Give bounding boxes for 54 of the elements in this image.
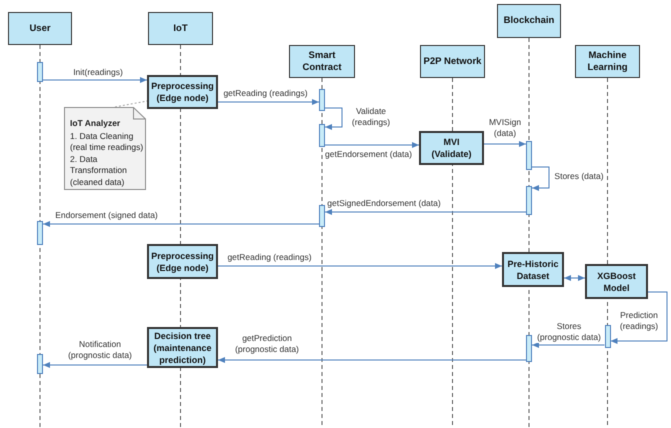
message-arrow (324, 142, 420, 148)
activation-bar (37, 221, 43, 245)
message-arrow (218, 357, 526, 363)
participant-box: P2P Network (420, 45, 485, 78)
activation-bar (526, 141, 532, 170)
double-arrow (564, 275, 586, 281)
process-box: Preprocessing (Edge node) (147, 75, 218, 109)
activation-bar (319, 89, 325, 111)
activation-bar (526, 186, 532, 215)
note-text: 1. Data Cleaning (real time readings) (70, 130, 144, 154)
note-heading: IoT Analyzer (70, 118, 122, 130)
participant-box: Blockchain (497, 4, 561, 38)
message-arrow (218, 99, 320, 105)
message-label: Endorsement (signed data) (54, 210, 159, 221)
activation-bar (604, 325, 610, 348)
note-card (64, 107, 146, 190)
process-box: MVI (Validate) (419, 131, 484, 165)
participant-box: User (8, 12, 72, 45)
message-label: Prediction (readings) (618, 310, 660, 332)
participant-box: Smart Contract (289, 45, 355, 78)
activation-bar (526, 335, 532, 362)
activation-bar (37, 354, 43, 374)
self-message-arrow (610, 292, 668, 344)
message-label: getSignedEndorsement (data) (326, 198, 442, 209)
process-box: XGBoost Model (585, 264, 648, 299)
message-label: getReading (readings) (222, 88, 309, 99)
activation-bar (37, 62, 43, 82)
note-text: 2. Data Transformation (cleaned data) (70, 154, 128, 188)
message-arrow (42, 362, 148, 368)
process-box: Preprocessing (Edge node) (147, 244, 218, 279)
activation-bar (319, 124, 325, 147)
message-label: MVISign (data) (488, 117, 522, 139)
message-label: getPrediction (prognostic data) (234, 333, 300, 355)
message-label: Init(readings) (72, 67, 124, 78)
message-label: Notification (prognostic data) (67, 339, 133, 361)
message-label: Stores (prognostic data) (536, 321, 602, 343)
leader-line (114, 100, 148, 108)
self-message-arrow (532, 166, 550, 191)
message-arrow (218, 263, 502, 269)
message-arrow (532, 342, 605, 348)
message-label: Stores (data) (553, 171, 605, 182)
message-label: getEndorsement (data) (324, 149, 413, 160)
self-message-arrow (324, 108, 342, 130)
message-arrow (324, 209, 526, 215)
participant-box: IoT (148, 12, 213, 45)
process-box: Decision tree (maintenance prediction) (147, 327, 218, 368)
process-box: Pre-Historic Dataset (502, 252, 564, 287)
message-label: getReading (readings) (226, 252, 313, 263)
participant-box: Machine Learning (575, 45, 640, 78)
message-arrow (42, 77, 148, 83)
message-arrow (484, 141, 526, 147)
message-arrow (42, 221, 320, 227)
message-label: Validate (readings) (350, 106, 392, 128)
activation-bar (319, 205, 325, 227)
